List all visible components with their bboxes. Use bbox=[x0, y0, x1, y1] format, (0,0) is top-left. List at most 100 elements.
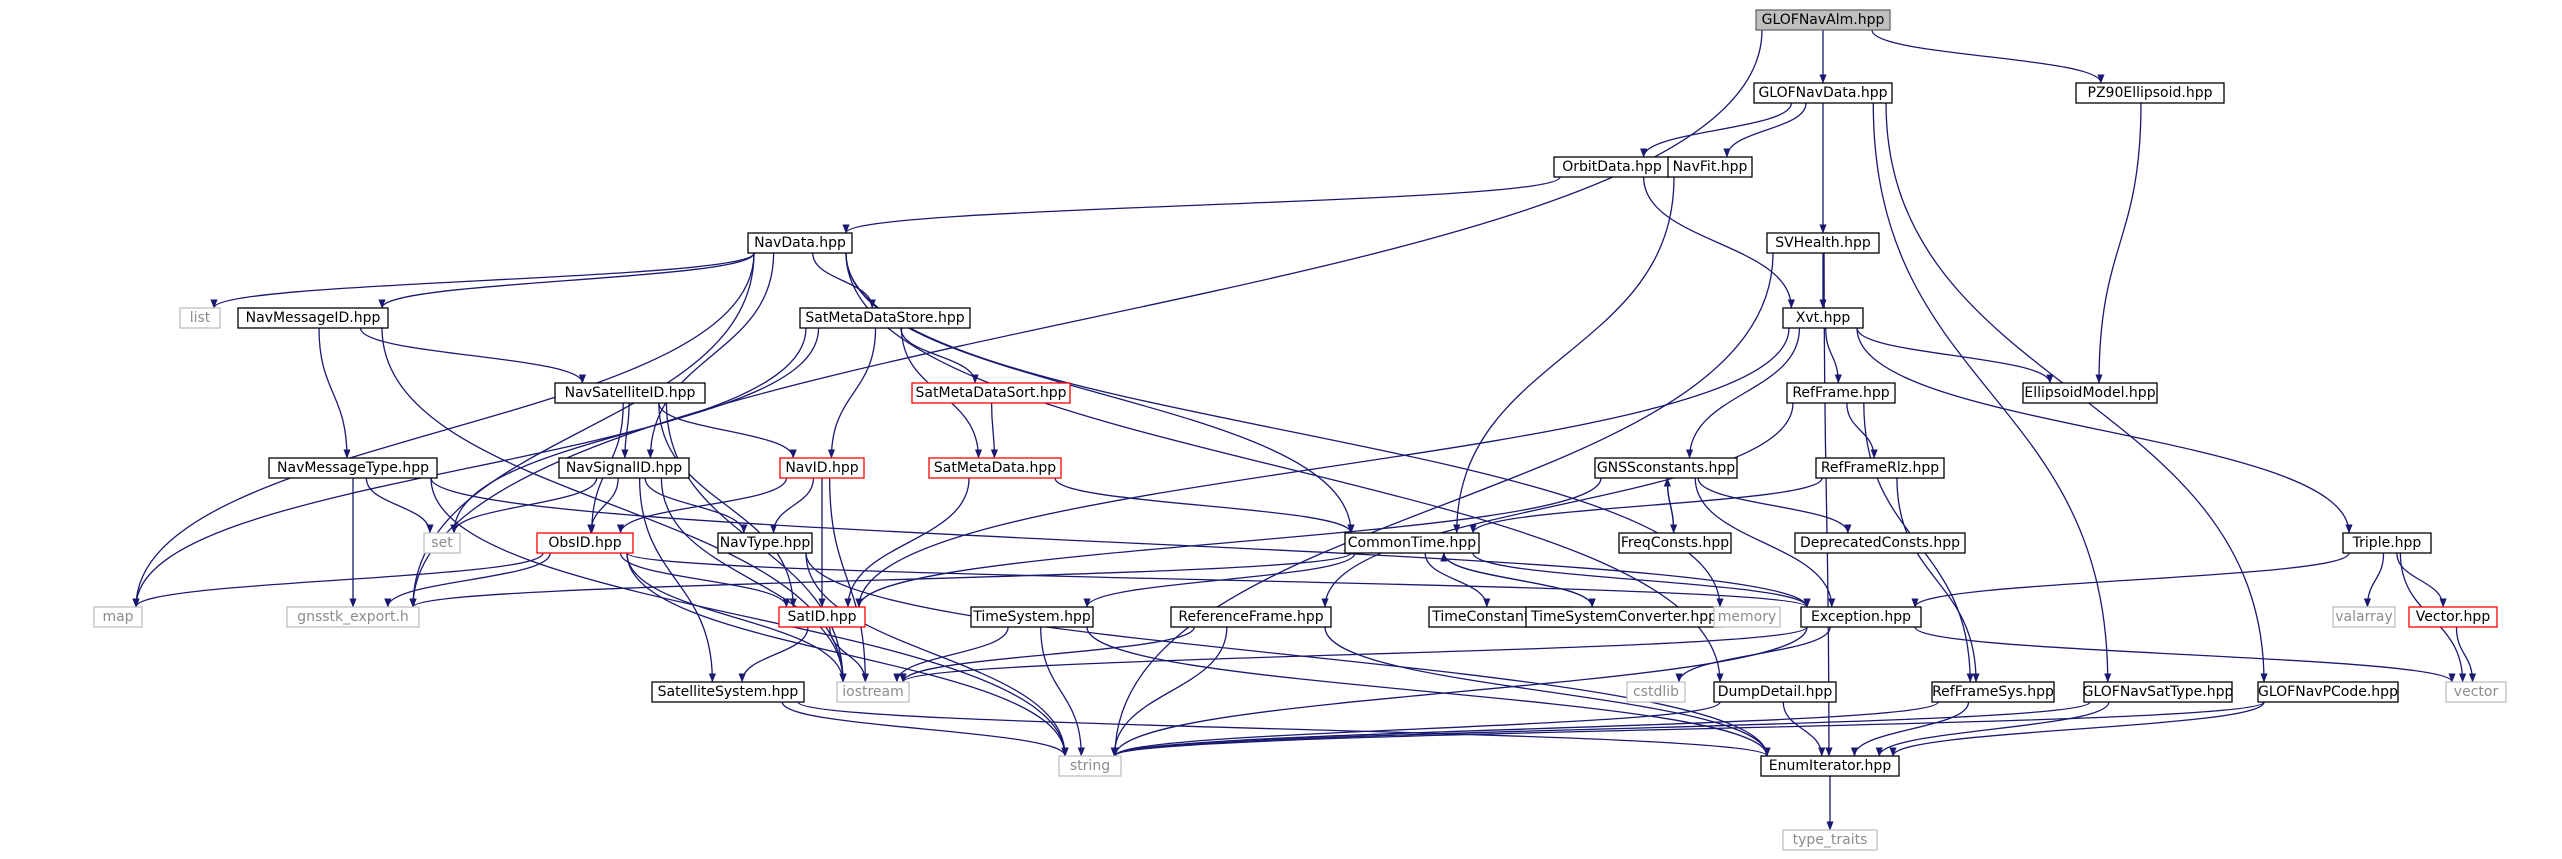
node-OrbitData[interactable]: OrbitData.hpp bbox=[1553, 156, 1671, 178]
node-label-EnumIterator: EnumIterator.hpp bbox=[1769, 758, 1892, 774]
edge-RefFrame-to-ReferenceFrame bbox=[1321, 402, 1794, 608]
node-cstdlib: cstdlib bbox=[1626, 681, 1686, 703]
node-label-NavSatelliteID: NavSatelliteID.hpp bbox=[565, 385, 696, 401]
node-box-gnsstk_export bbox=[286, 606, 420, 628]
node-SatID[interactable]: SatID.hpp bbox=[778, 606, 866, 628]
node-PZ90Ellipsoid[interactable]: PZ90Ellipsoid.hpp bbox=[2075, 82, 2225, 104]
node-Xvt[interactable]: Xvt.hpp bbox=[1782, 307, 1864, 329]
node-label-vector: vector bbox=[2454, 684, 2499, 700]
node-label-Triple: Triple.hpp bbox=[2352, 535, 2422, 551]
node-label-EllipsoidModel: EllipsoidModel.hpp bbox=[2024, 385, 2155, 401]
edge-Xvt-to-SatID bbox=[855, 327, 1790, 608]
node-label-RefFrame: RefFrame.hpp bbox=[1792, 385, 1889, 401]
edge-SVHealth-to-string bbox=[1111, 252, 1774, 757]
edge-NavSatelliteID-to-NavSignalID bbox=[621, 402, 630, 459]
node-label-GLOFNavSatType: GLOFNavSatType.hpp bbox=[2083, 684, 2234, 700]
node-label-NavFit: NavFit.hpp bbox=[1673, 159, 1748, 175]
node-label-DeprecatedConsts: DeprecatedConsts.hpp bbox=[1800, 535, 1960, 551]
edge-Xvt-to-GNSSconstants bbox=[1685, 327, 1801, 459]
node-label-RefFrameSys: RefFrameSys.hpp bbox=[1932, 684, 2054, 700]
node-NavData[interactable]: NavData.hpp bbox=[747, 232, 853, 254]
node-iostream: iostream bbox=[836, 681, 910, 703]
edge-CommonTime-to-TimeConstants bbox=[1424, 552, 1491, 608]
edge-NavMessageID-to-NavSatelliteID bbox=[359, 327, 586, 384]
node-box-SatMetaDataStore bbox=[799, 307, 971, 329]
edge-ReferenceFrame-to-EnumIterator bbox=[1324, 626, 1771, 757]
edge-NavData-to-SatMetaDataStore bbox=[812, 252, 876, 309]
edge-ObsID-to-SatID bbox=[619, 552, 790, 608]
node-DumpDetail[interactable]: DumpDetail.hpp bbox=[1713, 681, 1837, 703]
node-GNSSconstants[interactable]: GNSSconstants.hpp bbox=[1594, 457, 1738, 479]
edge-TimeSystem-to-string bbox=[1040, 626, 1085, 757]
node-NavFit[interactable]: NavFit.hpp bbox=[1667, 156, 1753, 178]
node-box-GNSSconstants bbox=[1594, 457, 1738, 479]
edge-NavSignalID-to-ObsID bbox=[587, 477, 619, 534]
node-GLOFNavData[interactable]: GLOFNavData.hpp bbox=[1753, 82, 1893, 104]
node-FreqConsts[interactable]: FreqConsts.hpp bbox=[1618, 532, 1732, 554]
node-DeprecatedConsts[interactable]: DeprecatedConsts.hpp bbox=[1794, 532, 1966, 554]
node-label-NavMessageType: NavMessageType.hpp bbox=[277, 460, 429, 476]
node-string: string bbox=[1058, 755, 1122, 777]
node-label-GLOFNavAlm: GLOFNavAlm.hpp bbox=[1762, 12, 1885, 28]
node-SatMetaDataStore[interactable]: SatMetaDataStore.hpp bbox=[799, 307, 971, 329]
node-Exception[interactable]: Exception.hpp bbox=[1800, 606, 1922, 628]
node-ObsID[interactable]: ObsID.hpp bbox=[536, 532, 634, 554]
node-Vector[interactable]: Vector.hpp bbox=[2408, 606, 2498, 628]
node-box-Triple bbox=[2342, 532, 2432, 554]
node-type_traits: type_traits bbox=[1782, 829, 1878, 851]
edge-NavID-to-iostream bbox=[829, 477, 869, 683]
node-GLOFNavPCode[interactable]: GLOFNavPCode.hpp bbox=[2257, 681, 2399, 703]
node-EnumIterator[interactable]: EnumIterator.hpp bbox=[1760, 755, 1900, 777]
node-box-GLOFNavSatType bbox=[2083, 681, 2233, 703]
node-TimeSystemConverter[interactable]: TimeSystemConverter.hpp bbox=[1525, 606, 1723, 628]
node-label-type_traits: type_traits bbox=[1793, 832, 1868, 848]
node-NavSatelliteID[interactable]: NavSatelliteID.hpp bbox=[554, 382, 706, 404]
node-NavSignalID[interactable]: NavSignalID.hpp bbox=[558, 457, 690, 479]
edge-NavSignalID-to-iostream bbox=[660, 477, 847, 683]
node-ReferenceFrame[interactable]: ReferenceFrame.hpp bbox=[1170, 606, 1332, 628]
node-Triple[interactable]: Triple.hpp bbox=[2342, 532, 2432, 554]
node-NavMessageID[interactable]: NavMessageID.hpp bbox=[237, 307, 389, 329]
edge-CommonTime-to-TimeSystem bbox=[1083, 552, 1356, 608]
node-label-NavType: NavType.hpp bbox=[720, 535, 811, 551]
node-SatMetaDataSort[interactable]: SatMetaDataSort.hpp bbox=[911, 382, 1071, 404]
edge-ObsID-to-gnsstk_export bbox=[384, 552, 551, 608]
node-box-ObsID bbox=[536, 532, 634, 554]
node-CommonTime[interactable]: CommonTime.hpp bbox=[1344, 532, 1480, 554]
node-SVHealth[interactable]: SVHealth.hpp bbox=[1766, 232, 1880, 254]
node-RefFrameRlz[interactable]: RefFrameRlz.hpp bbox=[1815, 457, 1945, 479]
node-label-memory: memory bbox=[1718, 609, 1777, 625]
node-NavType[interactable]: NavType.hpp bbox=[717, 532, 813, 554]
node-NavMessageType[interactable]: NavMessageType.hpp bbox=[268, 457, 438, 479]
node-label-Vector: Vector.hpp bbox=[2416, 609, 2491, 625]
node-SatelliteSystem[interactable]: SatelliteSystem.hpp bbox=[651, 681, 805, 703]
node-box-EllipsoidModel bbox=[2022, 382, 2158, 404]
node-RefFrame[interactable]: RefFrame.hpp bbox=[1786, 382, 1896, 404]
edge-SatMetaData-to-CommonTime bbox=[1054, 477, 1355, 534]
node-RefFrameSys[interactable]: RefFrameSys.hpp bbox=[1931, 681, 2055, 703]
edge-Exception-to-cstdlib bbox=[1675, 626, 1831, 683]
node-label-ReferenceFrame: ReferenceFrame.hpp bbox=[1178, 609, 1323, 625]
edge-SatMetaDataStore-to-NavID bbox=[827, 327, 877, 459]
edge-GNSSconstants-to-DeprecatedConsts bbox=[1697, 477, 1852, 534]
edge-GNSSconstants-to-Exception bbox=[1694, 477, 1836, 608]
edge-ReferenceFrame-to-string bbox=[1110, 626, 1228, 757]
node-box-GLOFNavData bbox=[1753, 82, 1893, 104]
node-label-SatMetaDataSort: SatMetaDataSort.hpp bbox=[916, 385, 1067, 401]
node-box-ReferenceFrame bbox=[1170, 606, 1332, 628]
edge-GLOFNavSatType-to-EnumIterator bbox=[1875, 701, 2110, 757]
node-NavID[interactable]: NavID.hpp bbox=[779, 457, 865, 479]
edge-NavID-to-NavType bbox=[769, 477, 815, 534]
node-label-SatMetaData: SatMetaData.hpp bbox=[934, 460, 1056, 476]
node-GLOFNavSatType[interactable]: GLOFNavSatType.hpp bbox=[2083, 681, 2234, 703]
node-EllipsoidModel[interactable]: EllipsoidModel.hpp bbox=[2022, 382, 2158, 404]
node-SatMetaData[interactable]: SatMetaData.hpp bbox=[928, 457, 1062, 479]
edge-SatMetaDataStore-to-SatMetaDataSort bbox=[900, 327, 979, 384]
edge-ObsID-to-string bbox=[626, 552, 1069, 757]
edge-SatelliteSystem-to-string bbox=[781, 701, 1069, 757]
node-label-SatMetaDataStore: SatMetaDataStore.hpp bbox=[805, 310, 964, 326]
node-TimeSystem[interactable]: TimeSystem.hpp bbox=[970, 606, 1094, 628]
node-box-SVHealth bbox=[1766, 232, 1880, 254]
edge-Xvt-to-RefFrame bbox=[1825, 327, 1842, 384]
